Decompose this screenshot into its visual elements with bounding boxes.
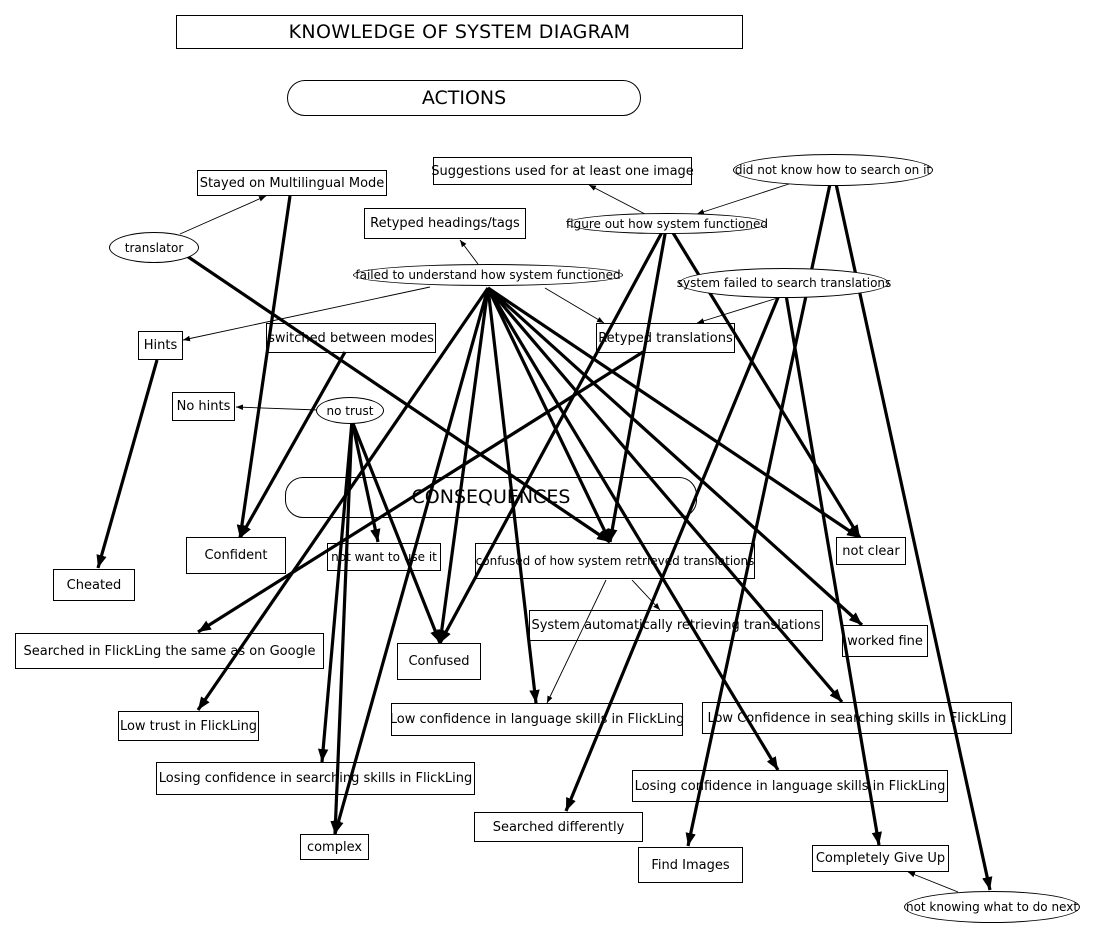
diagram-title: KNOWLEDGE OF SYSTEM DIAGRAM <box>176 15 743 49</box>
edge-failed-understand-to-low-conf-searching <box>486 286 844 704</box>
node-translator: translator <box>109 232 199 263</box>
edge-failed-understand-to-retyped-headings <box>459 239 479 265</box>
edge-translator-to-stayed-multilingual <box>179 195 267 235</box>
node-low_conf_language: Low confidence in language skills in Fli… <box>390 703 684 736</box>
node-confused: Confused <box>397 643 481 680</box>
node-worked_fine: worked fine <box>842 625 928 657</box>
node-confused_retrieved: confused of how system retrieved transla… <box>475 543 755 579</box>
edge-failed-understand-to-worked-fine <box>486 286 864 627</box>
node-confident: Confident <box>186 537 286 574</box>
edge-figure-out-to-suggestions-used <box>588 184 646 215</box>
edge-failed-understand-to-low-conf-language <box>486 287 540 704</box>
edge-no-trust-to-confused <box>350 420 442 644</box>
edge-failed-understand-to-retyped-translations <box>544 287 605 324</box>
edge-confused-retrieved-to-low-conf-language <box>546 579 607 704</box>
node-no_trust: no trust <box>316 397 384 424</box>
edge-system-failed-search-to-retyped-translations <box>696 295 785 324</box>
edge-system-failed-search-to-searched-differently <box>564 282 786 812</box>
node-searched_same_google: Searched in FlickLing the same as on Goo… <box>15 633 324 669</box>
edge-figure-out-to-confused-retrieved <box>607 222 669 543</box>
edge-failed-understand-to-not-clear <box>487 286 861 540</box>
node-not_want_use: not want to use it <box>327 543 441 571</box>
edge-did-not-know-search-to-figure-out <box>696 181 796 215</box>
node-system_failed_search: system failed to search translations <box>677 268 891 298</box>
edge-no-trust-to-losing-conf-searching <box>317 420 354 763</box>
edge-translator-to-confused-retrieved <box>174 246 611 544</box>
node-stayed_multilingual: Stayed on Multilingual Mode <box>197 170 387 196</box>
edge-switched-modes-to-confident <box>238 351 347 539</box>
node-low_conf_searching: Low Confidence in searching skills in Fl… <box>702 702 1012 734</box>
edge-no-trust-to-no-hints <box>235 404 319 411</box>
node-low_trust: Low trust in FlickLing <box>118 711 259 741</box>
edge-failed-understand-to-losing-conf-language <box>486 287 780 771</box>
edge-failed-understand-to-complex <box>333 287 490 835</box>
edge-failed-understand-to-low-trust <box>196 287 490 711</box>
edge-retyped-translations-to-searched-same-google <box>197 350 644 634</box>
node-hints: Hints <box>138 331 183 360</box>
node-retyped_headings: Retyped headings/tags <box>364 208 526 239</box>
node-figure_out: figure out how system functioned <box>566 213 768 234</box>
edge-failed-understand-to-confused-retrieved <box>486 287 612 543</box>
section-consequences: CONSEQUENCES <box>285 477 697 518</box>
node-losing_conf_searching: Losing confidence in searching skills in… <box>156 762 475 795</box>
node-losing_conf_language: Losing confidence in language skills in … <box>632 770 948 802</box>
edge-failed-understand-to-hints <box>182 286 431 342</box>
node-retyped_translations: Retyped translations <box>596 323 735 353</box>
node-not_clear: not clear <box>836 537 906 565</box>
edge-system-failed-search-to-completely-give-up <box>782 282 882 846</box>
edge-figure-out-to-confused <box>438 222 669 644</box>
section-actions: ACTIONS <box>287 80 641 116</box>
edge-not-knowing-next-to-completely-give-up <box>907 871 959 893</box>
node-searched_differently: Searched differently <box>474 812 643 842</box>
edge-hints-to-cheated <box>96 359 159 569</box>
node-suggestions_used: Suggestions used for at least one image <box>431 157 694 185</box>
node-completely_give_up: Completely Give Up <box>812 845 949 872</box>
node-complex: complex <box>300 834 369 860</box>
edge-stayed-multilingual-to-confident <box>236 195 292 539</box>
node-system_auto_retrieving: System automatically retrieving translat… <box>529 610 823 641</box>
node-did_not_know_search: did not know how to search on it <box>733 154 933 186</box>
node-no_hints: No hints <box>172 392 235 421</box>
node-switched_modes: switched between modes <box>266 323 436 353</box>
node-failed_understand: failed to understand how system function… <box>353 264 623 286</box>
node-find_images: Find Images <box>638 847 743 883</box>
edge-confused-retrieved-to-system-auto-retrieving <box>631 579 661 611</box>
node-cheated: Cheated <box>53 569 135 601</box>
node-not_knowing_next: not knowing what to do next <box>904 891 1080 923</box>
